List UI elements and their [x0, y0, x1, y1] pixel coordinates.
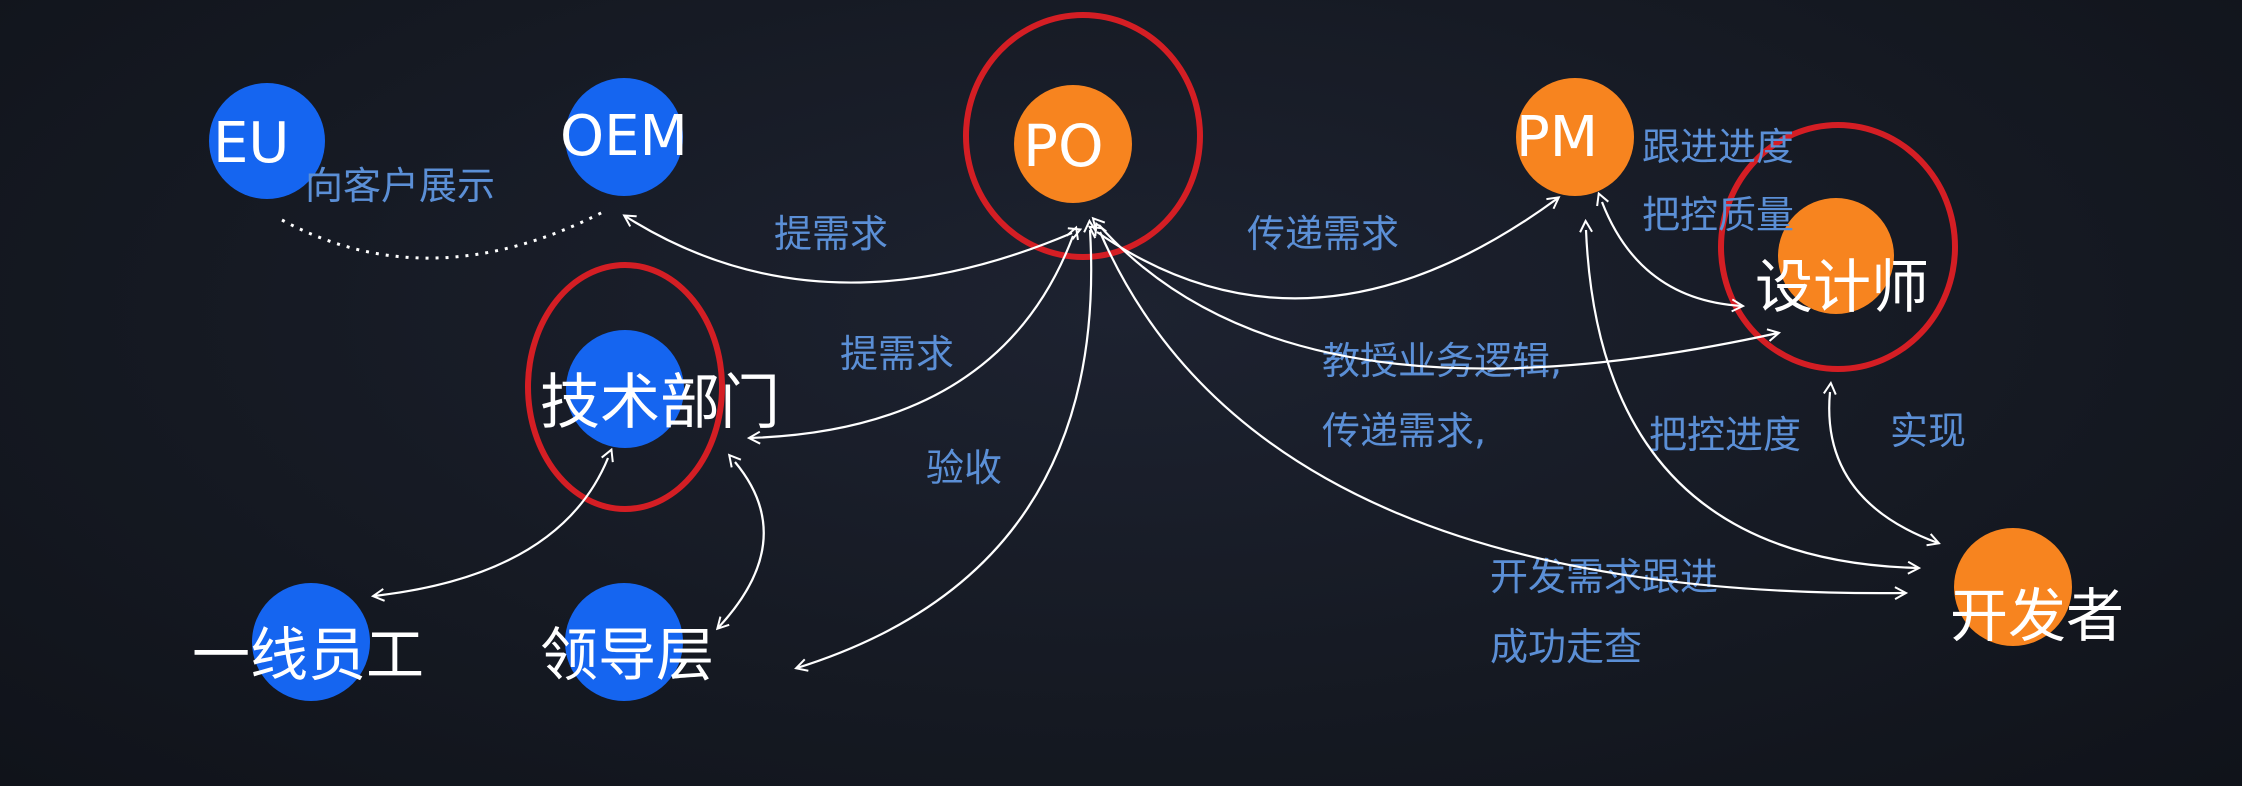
edge-po-developer	[1100, 232, 1905, 593]
tech-dept-highlight-ring	[525, 262, 725, 512]
eu-node	[209, 83, 325, 199]
edge-techdept-frontline	[374, 458, 608, 596]
oem-node	[565, 78, 683, 196]
po-node	[1014, 85, 1132, 203]
frontline-text: 一线员工	[192, 621, 425, 689]
edge-po-leadership	[797, 230, 1091, 668]
pm-node	[1516, 78, 1634, 196]
leadership-text: 领导层	[540, 621, 715, 689]
label-show-customer: 向客户展示	[305, 164, 496, 208]
developer-text: 开发者	[1950, 582, 2125, 650]
label-success-check: 成功走查	[1490, 625, 1643, 669]
leadership-node	[565, 583, 683, 701]
edge-pm-designer	[1602, 202, 1742, 306]
pm-text: PM	[1516, 105, 1599, 170]
label-track-progress: 跟进进度	[1642, 125, 1795, 169]
eu-text: EU	[213, 111, 290, 176]
oem-text: OEM	[560, 104, 688, 169]
po-text: PO	[1023, 112, 1104, 180]
edge-po-designer	[1099, 225, 1778, 370]
tech-dept-text: 技术部门	[540, 368, 780, 438]
developer-node	[1954, 528, 2072, 646]
tech-dept-node	[566, 330, 684, 448]
edge-po-techdept	[750, 236, 1073, 438]
frontline-node	[252, 583, 370, 701]
edge-techdept-leadership	[718, 462, 765, 628]
edge-po-oem	[625, 216, 1072, 284]
edge-pm-developer	[1586, 230, 1918, 568]
edge-eu-oem-dotted	[281, 210, 604, 260]
edge-designer-developer	[1829, 392, 1938, 543]
